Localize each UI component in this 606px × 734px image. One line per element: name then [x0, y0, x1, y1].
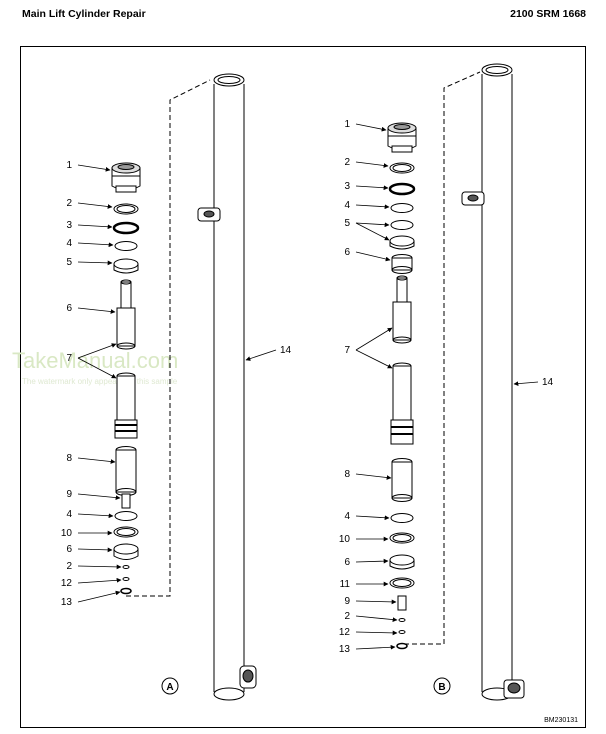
figure-id: BM230131: [544, 717, 578, 724]
view-b-lower-rod: [390, 362, 414, 445]
view-a-ring-4: [114, 241, 138, 251]
callout-a-14: 14: [280, 345, 292, 356]
watermark-text: TakeManual.com: [12, 348, 178, 373]
callout-a-2b: 2: [66, 561, 72, 572]
view-a-barrel: [197, 73, 257, 701]
view-b-bearing-6: [391, 254, 413, 274]
view-a-plug: [121, 493, 131, 509]
document-reference: 2100 SRM 1668: [510, 8, 586, 20]
figure-frame: [20, 46, 586, 728]
view-b-ring-12: [398, 630, 406, 634]
view-b-plug: [397, 595, 407, 611]
view-a-label-circle: [161, 677, 179, 695]
view-b-gland-nut: [387, 122, 417, 153]
view-a-seal-3: [112, 221, 140, 235]
callout-a-3: 3: [66, 220, 72, 231]
callout-a-4: 4: [66, 238, 72, 249]
callout-b-2: 2: [344, 157, 350, 168]
view-b-ring-2: [389, 162, 415, 174]
callout-a-8: 8: [66, 453, 72, 464]
callout-a-6b: 6: [66, 544, 72, 555]
callout-a-13: 13: [61, 597, 73, 608]
watermark-subtext: The watermark only appears on this sampl…: [22, 377, 178, 386]
view-a-callouts: [77, 164, 277, 603]
callout-a-7: 7: [66, 353, 72, 364]
view-a-label: A: [166, 682, 173, 693]
view-b-ring-10: [389, 532, 415, 544]
callout-b-8: 8: [344, 469, 350, 480]
callout-b-14: 14: [542, 377, 554, 388]
view-a-ring-10: [113, 526, 139, 538]
view-a-gland-nut: [111, 162, 141, 193]
view-b-seal-3: [388, 182, 416, 196]
callout-a-1: 1: [66, 160, 72, 171]
callout-b-12: 12: [339, 627, 351, 638]
view-b-sleeve: [391, 458, 413, 502]
callout-b-4b: 4: [344, 511, 350, 522]
view-b-label-circle: [433, 677, 451, 695]
callout-a-6: 6: [66, 303, 72, 314]
callout-a-12: 12: [61, 578, 73, 589]
callout-b-9: 9: [344, 596, 350, 607]
view-a-upper-rod: [116, 279, 136, 350]
view-b-dashed-axis: [404, 71, 481, 645]
callout-b-4: 4: [344, 200, 350, 211]
view-a-ring-2b: [122, 565, 130, 569]
view-a-ring-4b: [114, 511, 138, 521]
view-b-label: B: [438, 682, 445, 693]
view-b-ring-4: [390, 203, 414, 213]
callout-b-7: 7: [344, 345, 350, 356]
view-a-ring-12: [122, 577, 130, 581]
callout-a-2: 2: [66, 198, 72, 209]
page-section-title: Main Lift Cylinder Repair: [22, 8, 146, 20]
callout-a-10: 10: [61, 528, 73, 539]
view-b-ring-13: [396, 642, 408, 650]
callout-b-13: 13: [339, 644, 351, 655]
view-b-ring-11: [389, 577, 415, 589]
view-b: [387, 63, 525, 701]
view-b-ring-5b: [389, 235, 415, 247]
view-a-sleeve: [115, 446, 137, 496]
view-b-ring-5a: [390, 220, 414, 230]
view-a-ring-2: [113, 203, 139, 215]
callout-b-6b: 6: [344, 557, 350, 568]
view-a-lower-rod: [114, 372, 138, 439]
callout-a-9: 9: [66, 489, 72, 500]
view-a-ring-13: [120, 587, 132, 595]
view-b-barrel: [461, 63, 525, 701]
callout-b-2b: 2: [344, 611, 350, 622]
view-b-ring-2b: [398, 618, 406, 622]
callout-a-4b: 4: [66, 509, 72, 520]
view-a-bearing-5: [113, 258, 139, 270]
callout-b-5: 5: [344, 218, 350, 229]
view-b-ring-4b: [390, 513, 414, 523]
callout-b-10: 10: [339, 534, 351, 545]
view-a-dashed-axis: [126, 79, 211, 597]
view-b-callouts: [355, 123, 539, 650]
callout-a-5: 5: [66, 257, 72, 268]
callout-b-6: 6: [344, 247, 350, 258]
view-a: [111, 73, 257, 701]
view-b-upper-rod: [392, 275, 412, 344]
callout-b-11: 11: [340, 579, 351, 590]
callout-b-1: 1: [344, 119, 350, 130]
callout-b-3: 3: [344, 181, 350, 192]
